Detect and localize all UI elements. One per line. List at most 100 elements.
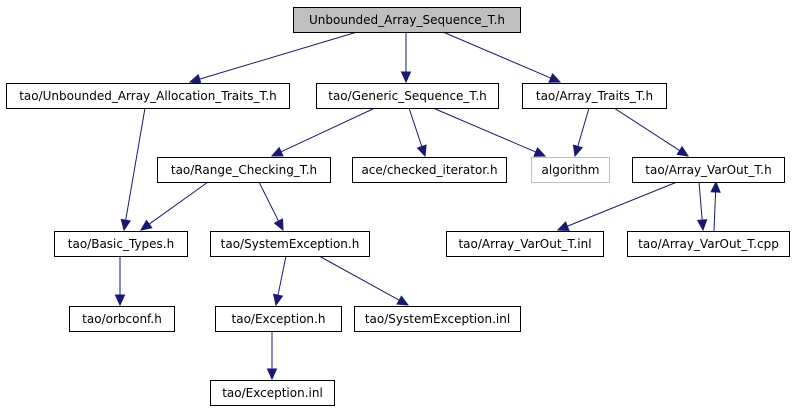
edge-line: [258, 181, 279, 222]
edge-line: [577, 107, 590, 147]
edge-exception-to-exceptioninl: [266, 331, 278, 381]
edge-root-to-alloc: [188, 31, 358, 85]
edge-sysexc-to-sysexcinl: [318, 255, 410, 306]
edge-sysexc-to-exception: [272, 255, 287, 307]
node-sysexc[interactable]: tao/SystemException.h: [210, 231, 370, 257]
arrowhead-icon: [396, 295, 410, 306]
arrowhead-icon: [188, 73, 202, 85]
arrowhead-icon: [120, 218, 131, 232]
nodes-layer: Unbounded_Array_Sequence_T.h tao/Unbounde…: [6, 7, 790, 406]
edge-generic-to-algorithm: [432, 107, 547, 157]
node-label: tao/Basic_Types.h: [68, 237, 174, 251]
edge-line: [148, 181, 209, 225]
node-label: tao/Exception.h: [232, 312, 326, 326]
node-box: [531, 157, 610, 183]
node-label: tao/Exception.inl: [222, 386, 323, 400]
edge-line: [698, 181, 703, 221]
node-label: tao/Array_VarOut_T.cpp: [638, 237, 779, 251]
node-box: [522, 83, 667, 109]
edge-line: [567, 181, 678, 227]
arrowhead-icon: [556, 221, 570, 231]
node-arraytraits[interactable]: tao/Array_Traits_T.h: [522, 83, 667, 109]
node-orbconf[interactable]: tao/orbconf.h: [69, 306, 175, 332]
node-label: tao/SystemException.h: [221, 237, 360, 251]
node-label: tao/Generic_Sequence_T.h: [328, 89, 487, 103]
node-varoutinl[interactable]: tao/Array_VarOut_T.inl: [446, 231, 604, 257]
arrowhead-icon: [548, 73, 562, 83]
edge-line: [318, 255, 400, 301]
edge-range-to-basic: [140, 181, 209, 231]
node-box: [69, 306, 175, 332]
node-label: algorithm: [542, 163, 600, 177]
node-label: tao/SystemException.inl: [365, 312, 510, 326]
node-label: Unbounded_Array_Sequence_T.h: [309, 13, 505, 27]
node-varoutcpp[interactable]: tao/Array_VarOut_T.cpp: [627, 231, 790, 257]
edge-line: [408, 107, 423, 147]
node-algorithm[interactable]: algorithm: [531, 157, 610, 183]
node-box: [210, 380, 335, 406]
edge-arraytraits-to-algorithm: [572, 107, 590, 158]
node-exception[interactable]: tao/Exception.h: [215, 306, 342, 332]
edge-basic-to-orbconf: [114, 256, 126, 307]
node-label: ace/checked_iterator.h: [361, 163, 497, 177]
edge-line: [442, 31, 552, 79]
edge-line: [713, 191, 717, 232]
arrowhead-icon: [710, 180, 721, 193]
arrowhead-icon: [533, 147, 547, 157]
node-box: [157, 157, 331, 183]
node-range[interactable]: tao/Range_Checking_T.h: [157, 157, 331, 183]
edge-arraytraits-to-varout: [613, 107, 690, 157]
arrowhead-icon: [400, 71, 412, 84]
edge-line: [280, 107, 376, 153]
edge-varout-to-varoutinl: [556, 181, 678, 231]
arrowhead-icon: [140, 219, 153, 231]
edge-generic-to-checked: [408, 107, 427, 158]
node-box: [210, 231, 370, 257]
arrowhead-icon: [416, 144, 427, 158]
edge-line: [613, 107, 680, 151]
node-box: [316, 83, 499, 109]
edge-line: [199, 31, 358, 80]
node-box: [54, 231, 188, 257]
node-label: tao/Array_VarOut_T.h: [645, 163, 771, 177]
node-sysexcinl[interactable]: tao/SystemException.inl: [354, 306, 521, 332]
node-exceptioninl[interactable]: tao/Exception.inl: [210, 380, 335, 406]
node-box: [446, 231, 604, 257]
node-alloc[interactable]: tao/Unbounded_Array_Allocation_Traits_T.…: [6, 83, 290, 109]
node-label: tao/Array_VarOut_T.inl: [458, 237, 591, 251]
node-checked[interactable]: ace/checked_iterator.h: [352, 157, 507, 183]
edge-root-to-generic: [400, 32, 412, 84]
node-label: tao/Unbounded_Array_Allocation_Traits_T.…: [19, 89, 277, 103]
arrowhead-icon: [272, 293, 284, 307]
node-box: [354, 306, 521, 332]
node-box: [215, 306, 342, 332]
edge-varout-to-varoutcpp: [696, 181, 708, 232]
edges-layer: [114, 31, 721, 381]
arrowhead-icon: [270, 146, 284, 157]
edge-range-to-sysexc: [258, 181, 284, 232]
node-label: tao/Array_Traits_T.h: [536, 89, 653, 103]
node-box: [352, 157, 507, 183]
arrowhead-icon: [273, 218, 284, 232]
node-root[interactable]: Unbounded_Array_Sequence_T.h: [293, 7, 521, 33]
edge-line: [277, 255, 287, 296]
arrowhead-icon: [114, 294, 126, 307]
node-varout[interactable]: tao/Array_VarOut_T.h: [632, 157, 785, 183]
node-box: [6, 83, 290, 109]
edge-varoutcpp-to-varout: [710, 180, 721, 232]
edge-generic-to-range: [270, 107, 376, 157]
node-label: tao/Range_Checking_T.h: [171, 163, 317, 177]
edge-alloc-to-basic: [120, 107, 146, 232]
node-label: tao/orbconf.h: [82, 312, 162, 326]
arrowhead-icon: [266, 368, 278, 381]
edge-line: [125, 107, 146, 221]
node-box: [627, 231, 790, 257]
edge-root-to-arraytraits: [442, 31, 562, 83]
node-basic[interactable]: tao/Basic_Types.h: [54, 231, 188, 257]
arrowhead-icon: [696, 219, 708, 232]
arrowhead-icon: [676, 145, 690, 157]
edge-line: [432, 107, 537, 153]
node-box: [632, 157, 785, 183]
node-generic[interactable]: tao/Generic_Sequence_T.h: [316, 83, 499, 109]
